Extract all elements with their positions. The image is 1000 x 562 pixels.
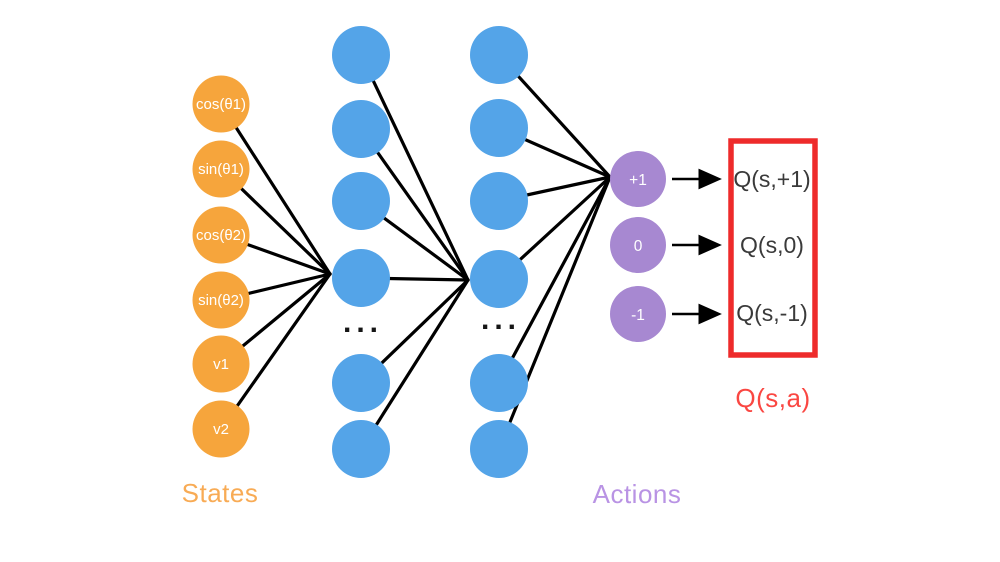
input-node-cos-theta1 [192, 75, 250, 133]
action-node-label: -1 [631, 307, 645, 324]
actions-caption: Actions [593, 479, 682, 509]
hidden2-node [470, 26, 528, 84]
states-caption: States [182, 478, 259, 508]
hidden-layer-1: ... [332, 26, 390, 478]
hidden1-node [332, 354, 390, 412]
action-node-label: 0 [634, 238, 643, 255]
q-value-plus1: Q(s,+1) [733, 166, 810, 192]
hidden2-ellipsis: ... [481, 303, 521, 336]
action-layer: +1 0 -1 [610, 151, 666, 342]
input-node-label: v2 [213, 421, 229, 438]
action-node-minus1 [610, 286, 666, 342]
input-node-label: cos(θ1) [196, 96, 246, 113]
hidden1-node [332, 420, 390, 478]
edge-line [497, 175, 612, 385]
hidden1-node [332, 172, 390, 230]
q-sa-caption: Q(s,a) [735, 383, 810, 413]
input-node-label: sin(θ1) [198, 161, 244, 178]
q-value-box-border [728, 138, 818, 358]
edge-line [219, 272, 332, 431]
output-arrows [672, 168, 722, 325]
hidden2-node [470, 172, 528, 230]
input-node-sin-theta1 [192, 140, 250, 198]
input-node-cos-theta2 [192, 206, 250, 264]
action-node-zero [610, 217, 666, 273]
hidden2-node [470, 250, 528, 308]
input-layer: cos(θ1) sin(θ1) cos(θ2) sin(θ2) v1 v2 [192, 75, 250, 458]
edge-line [359, 127, 470, 282]
input-node-v2 [192, 400, 250, 458]
action-node-plus1 [610, 151, 666, 207]
input-node-label: v1 [213, 356, 229, 373]
hidden1-ellipsis: ... [343, 306, 383, 339]
input-node-sin-theta2 [192, 271, 250, 329]
input-node-label: sin(θ2) [198, 292, 244, 309]
hidden-layer-2: ... [470, 26, 528, 478]
edge-line [359, 53, 470, 282]
edge-line [219, 102, 332, 276]
q-value-minus1: Q(s,-1) [736, 300, 808, 326]
hidden2-node [470, 354, 528, 412]
hidden1-node [332, 249, 390, 307]
q-value-zero: Q(s,0) [740, 232, 804, 258]
q-value-box: Q(s,+1) Q(s,0) Q(s,-1) [728, 138, 818, 358]
captions: States Actions Q(s,a) [182, 383, 810, 509]
hidden1-node [332, 26, 390, 84]
input-node-v1 [192, 335, 250, 393]
hidden2-node [470, 99, 528, 157]
input-node-label: cos(θ2) [196, 227, 246, 244]
action-node-label: +1 [629, 172, 647, 189]
edge-line [359, 278, 470, 451]
hidden2-node [470, 420, 528, 478]
hidden1-node [332, 100, 390, 158]
